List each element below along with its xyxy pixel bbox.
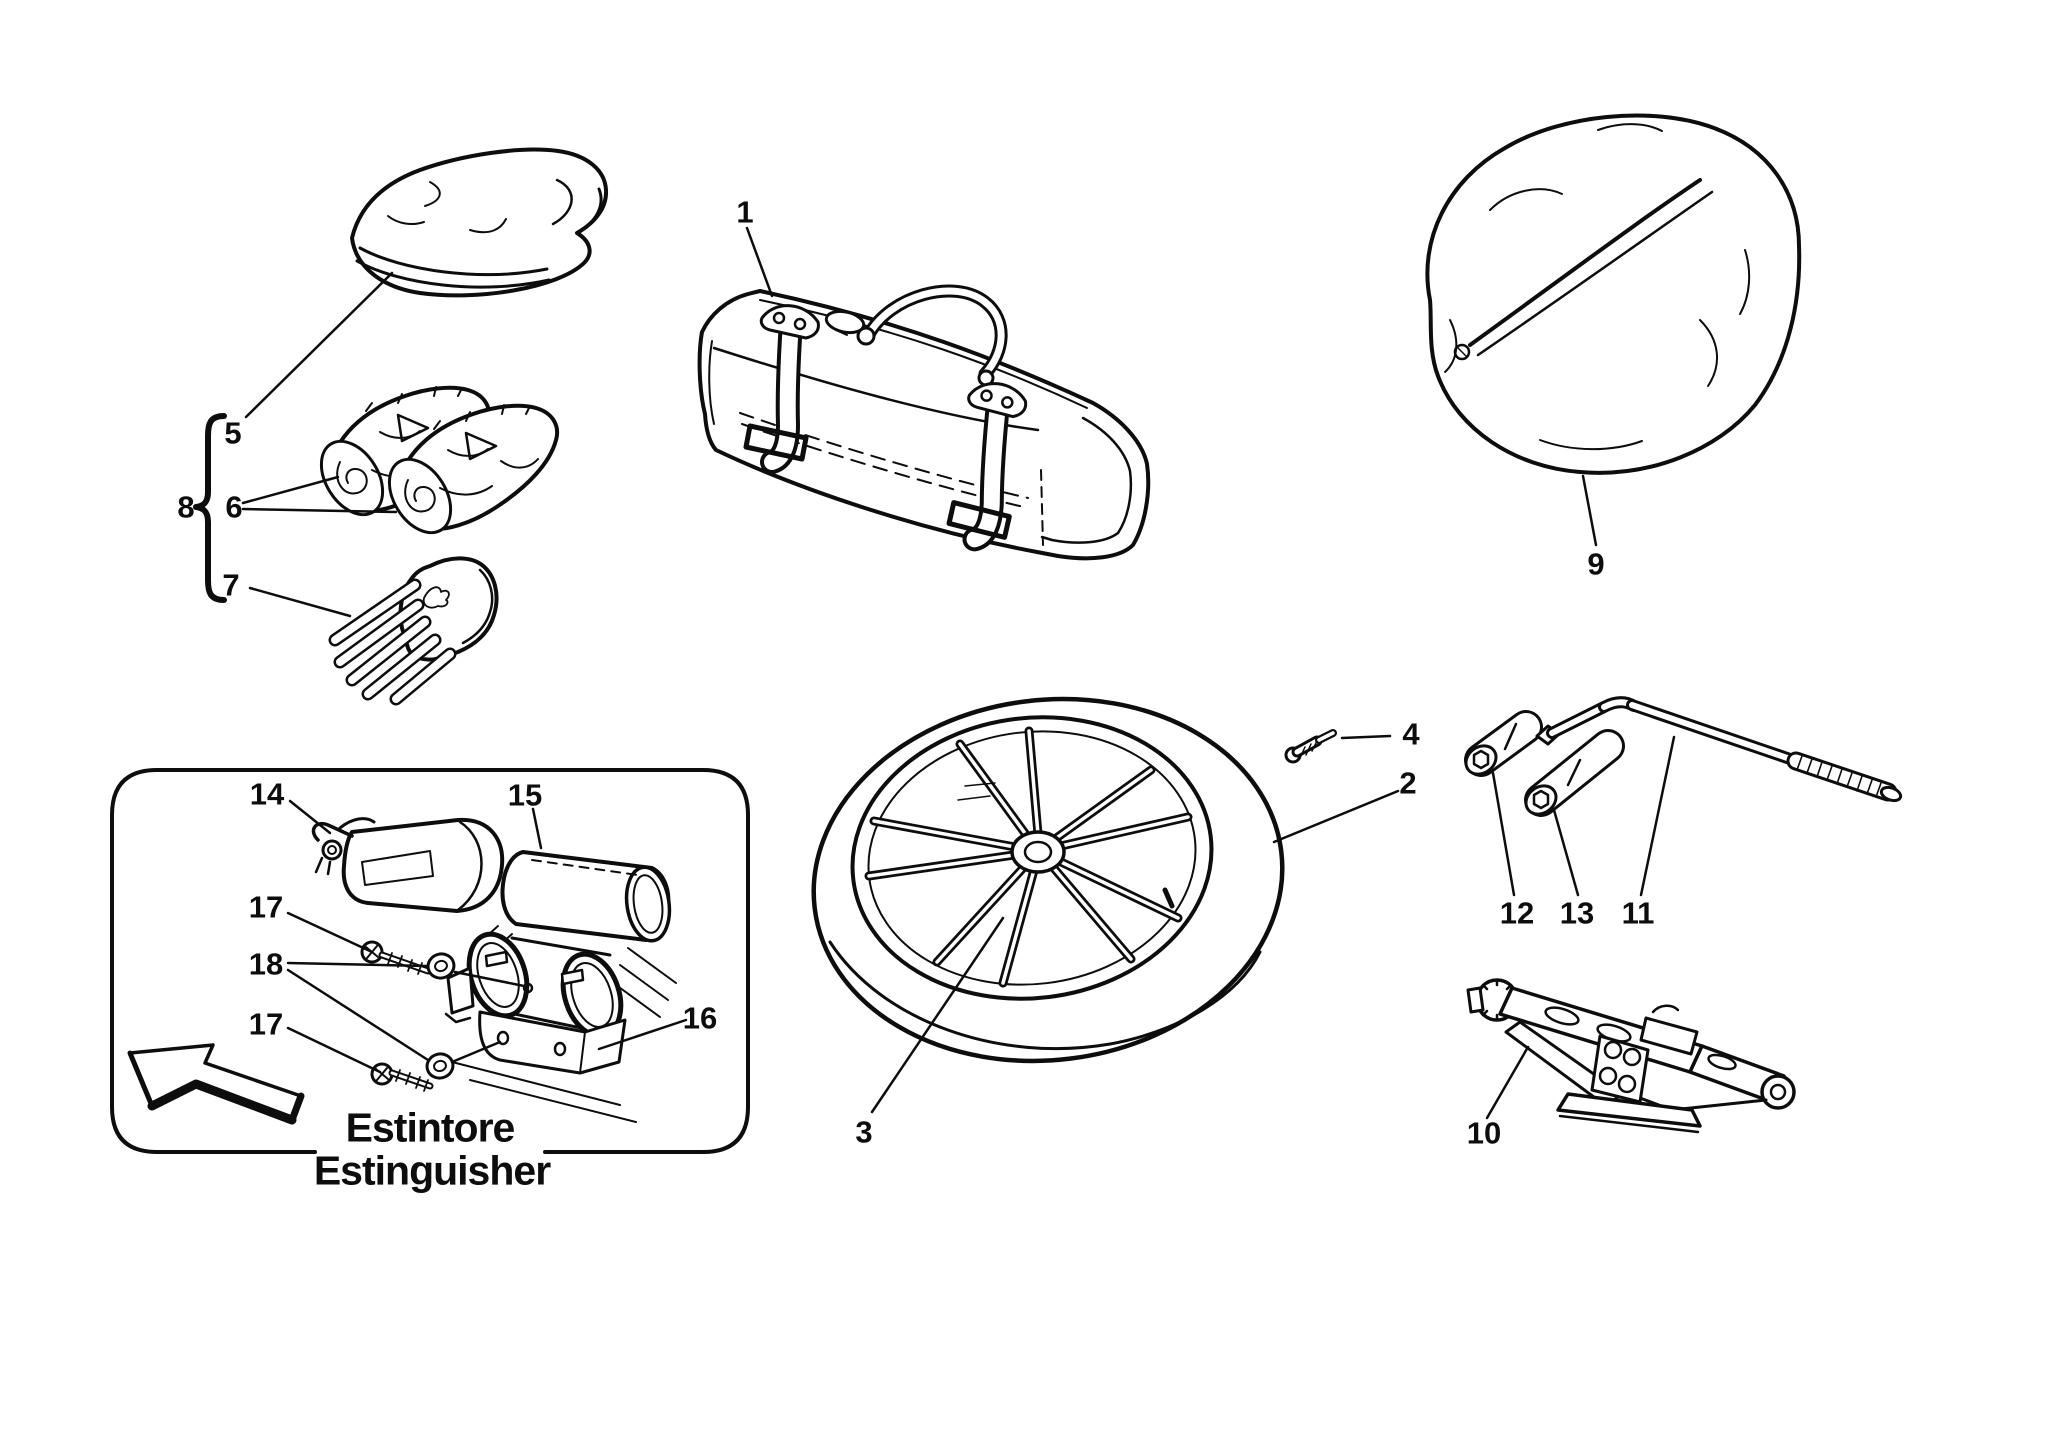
callout-2: 2 (1399, 765, 1417, 801)
wheel-cover-bag-drawing (1425, 113, 1802, 475)
leader-line-5 (244, 271, 394, 419)
leader-line-2 (1272, 789, 1400, 844)
callout-6: 6 (225, 489, 243, 525)
callout-11: 11 (1621, 895, 1655, 931)
callout-9: 9 (1587, 546, 1605, 582)
cylinder-drawing (500, 850, 672, 943)
leader-line-17b (286, 1026, 382, 1074)
wheel-wrench-drawing (1535, 696, 1903, 803)
leader-line-11 (1639, 735, 1676, 897)
leader-line-18a-ext (453, 970, 526, 988)
washer-lower-drawing (425, 1052, 455, 1080)
callout-12: 12 (1499, 895, 1535, 931)
leader-line-6a (241, 475, 340, 505)
leader-line-9 (1581, 474, 1598, 547)
leader-line-13 (1552, 808, 1580, 897)
callout-5: 5 (224, 415, 242, 451)
leader-line-16 (597, 1018, 688, 1051)
leader-line-18a (286, 961, 428, 968)
leader-line-7 (248, 586, 352, 618)
roll-bag-rear-drawing (319, 385, 491, 517)
direction-arrow (127, 1043, 305, 1125)
extinguisher-drawing (311, 817, 505, 913)
caption-estinguisher: Estinguisher (313, 1147, 551, 1194)
leader-line-10 (1485, 1045, 1530, 1120)
leader-line-1 (745, 226, 774, 298)
callout-1: 1 (736, 194, 754, 230)
callout-17-lower: 17 (248, 1006, 284, 1042)
screw-lower-drawing (370, 1062, 434, 1092)
leader-lines (241, 226, 1676, 1120)
washer-upper-drawing (426, 952, 456, 980)
callout-4: 4 (1402, 716, 1420, 752)
roll-bag-front-drawing (387, 403, 559, 535)
socket-short-drawing (1464, 710, 1543, 777)
callout-15: 15 (507, 777, 543, 813)
folded-cloth-drawing (350, 147, 609, 298)
wheel-spokes (864, 726, 1193, 988)
gloves-drawing (328, 556, 499, 706)
extinguisher-box (110, 768, 750, 1154)
leader-line-14 (288, 799, 332, 835)
jack-drawing (1466, 978, 1796, 1134)
callout-17-upper: 17 (248, 889, 284, 925)
leader-line-17a (286, 911, 374, 954)
valve-drawing (1284, 729, 1337, 764)
bracket-clamp-drawing (444, 925, 677, 1123)
spare-wheel-drawing (811, 696, 1285, 1064)
leader-line-18b (286, 968, 430, 1062)
socket-long-drawing (1524, 729, 1625, 817)
leader-line-15 (531, 807, 543, 850)
leader-line-18b-ext (450, 1040, 502, 1064)
leader-line-4 (1340, 734, 1392, 740)
callout-16: 16 (682, 1000, 718, 1036)
callout-8: 8 (177, 489, 195, 525)
tool-bag-drawing (697, 284, 1151, 561)
callout-13: 13 (1559, 895, 1595, 931)
caption-estintore: Estintore (345, 1104, 516, 1151)
callout-3: 3 (855, 1114, 873, 1150)
callout-14: 14 (249, 776, 285, 812)
leader-line-12 (1491, 771, 1516, 897)
callout-18: 18 (248, 946, 284, 982)
leader-line-3 (870, 916, 1005, 1114)
screw-upper-drawing (360, 940, 432, 975)
callout-10: 10 (1466, 1115, 1502, 1151)
callout-7: 7 (222, 567, 240, 603)
group-brace (193, 413, 227, 603)
leader-line-6b (241, 507, 398, 514)
